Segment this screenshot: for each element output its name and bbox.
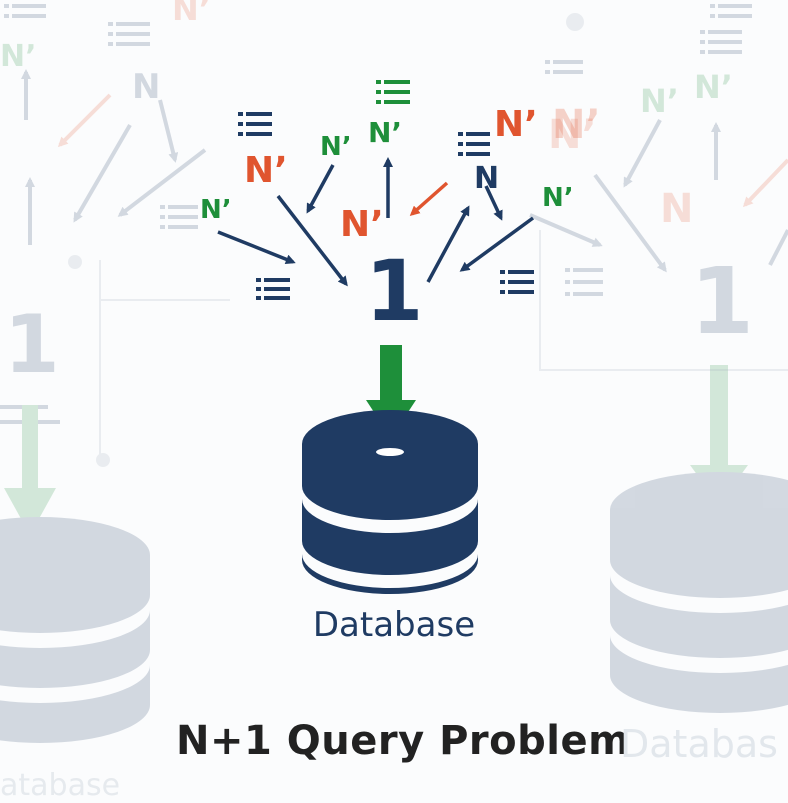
query-arrow [217,230,296,265]
ghost-database-label: atabase [0,768,121,803]
ghost-n-label: N’ [552,102,601,148]
ghost-n-label: N [132,67,160,107]
query-arrow [306,164,335,214]
list-icon [4,4,46,18]
ghost-one-right: 1 [690,248,754,355]
ghost-n-label: N’ [0,39,37,74]
query-arrow [459,216,535,272]
list-icon [458,132,490,156]
ghost-cluster-left: 1 N’ N N’ [0,0,211,743]
ghost-n-label: N’ [640,82,679,120]
n-query-label: N’ [320,132,352,162]
database-icon [302,410,478,594]
n-query-label: N’ [340,204,384,245]
single-query-number: 1 [365,242,423,340]
database-icon [0,517,150,743]
ghost-n-label: N’ [694,68,733,106]
ghost-database-label: Databas [620,722,778,766]
list-icon [545,60,583,74]
n-query-label: N’ [368,116,402,149]
database-label: Database [312,605,476,645]
n-query-label: N’ [542,183,574,213]
query-arrow [409,181,449,216]
list-icon [376,80,410,104]
query-arrow [484,185,503,221]
ghost-one-left: 1 [4,298,60,391]
list-icon [500,270,534,294]
list-icon [160,205,198,229]
list-icon [108,22,150,46]
ghost-connectors [68,13,788,467]
database-icon [610,472,788,713]
query-arrow [426,205,470,283]
ghost-n-label: N [660,186,693,232]
ghost-n-label: N’ [172,0,211,28]
list-icon [238,112,272,136]
page-title: N+1 Query Problem [176,718,631,764]
n-query-label: N’ [244,150,288,191]
query-arrow [276,194,348,287]
ghost-n-label: N’ [548,112,597,158]
list-icon [256,278,290,300]
list-icon [565,268,603,296]
n-query-label: N’ [494,104,538,145]
list-icon [700,30,742,54]
main-cluster: N’ N’ N’ N’ N’ N’ N N’ N’ 1 [200,80,601,594]
n-query-label: N’ [200,195,232,225]
ghost-cluster-right: 1 N’ N’ N’ N [529,4,788,713]
list-icon [710,4,752,18]
